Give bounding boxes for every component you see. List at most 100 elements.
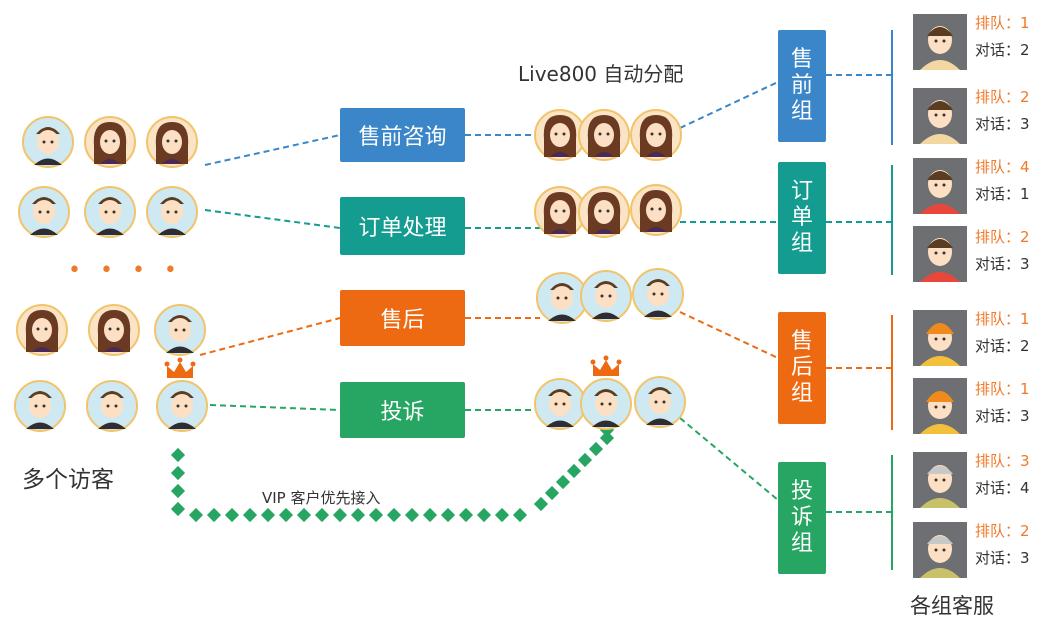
- vip-path-dot: [599, 430, 615, 446]
- visitor-avatar-icon: [630, 109, 682, 161]
- group-char: 组: [790, 231, 813, 256]
- queue-count: 排队：3: [975, 452, 1030, 470]
- connector-aftersale: [199, 317, 341, 356]
- vip-path-dot: [404, 507, 420, 523]
- vip-path-dot: [422, 507, 438, 523]
- vip-priority-path: [170, 412, 615, 523]
- visitor-avatar-icon: [154, 304, 206, 356]
- queue-count: 排队：2: [975, 228, 1030, 246]
- visitor-avatar-icon: [84, 116, 136, 168]
- visitor-avatar-icon: [88, 304, 140, 356]
- agent-avatar-icon: [913, 88, 967, 144]
- vip-path-dot: [555, 474, 571, 490]
- visitor-avatar-icon: [146, 116, 198, 168]
- group-complaint: 投 诉 组: [778, 462, 826, 574]
- visitor-avatar-icon: [22, 116, 74, 168]
- vip-path-dot: [224, 507, 240, 523]
- visitor-avatar-icon: [536, 272, 588, 324]
- visitor-avatar-icon: [630, 184, 682, 236]
- queue-count: 排队：1: [975, 310, 1030, 328]
- queue-count: 排队：2: [975, 522, 1030, 540]
- visitor-avatar-icon: [534, 109, 586, 161]
- connector-aftersale-group: [679, 311, 779, 359]
- vip-path-dot: [296, 507, 312, 523]
- agent-avatar-icon: [913, 158, 967, 214]
- agents-label: 各组客服: [910, 594, 994, 618]
- vip-path-dot: [458, 507, 474, 523]
- agent-avatar-icon: [913, 310, 967, 366]
- queue-count: 排队：4: [975, 158, 1030, 176]
- agent-avatar-icon: [913, 14, 967, 70]
- agent-avatars: [913, 14, 967, 578]
- category-complaint: 投诉: [340, 382, 465, 438]
- connector-complaint: [209, 404, 341, 411]
- vip-path-dot: [512, 507, 528, 523]
- visitor-avatar-icon: [14, 380, 66, 432]
- vip-path-dot: [533, 496, 549, 512]
- vip-path-dot: [350, 507, 366, 523]
- vip-path-dot: [242, 507, 258, 523]
- queued-avatars: [534, 109, 686, 430]
- vip-path-dot: [170, 501, 186, 517]
- group-aftersale: 售 后 组: [778, 312, 826, 424]
- agent-stat: 排队：2 对话：3: [975, 86, 1030, 134]
- group-char: 订: [790, 179, 813, 204]
- dialog-count: 对话：3: [975, 255, 1030, 273]
- group-char: 后: [790, 355, 813, 380]
- vip-path-dot: [544, 485, 560, 501]
- visitor-avatar-icon: [578, 186, 630, 238]
- group-char: 组: [790, 99, 813, 124]
- dialog-count: 对话：3: [975, 407, 1030, 425]
- queue-count: 排队：1: [975, 14, 1030, 32]
- vip-path-dot: [588, 441, 604, 457]
- vip-path-dot: [494, 507, 510, 523]
- group-order: 订 单 组: [778, 162, 826, 274]
- vip-path-dot: [386, 507, 402, 523]
- group-char: 售: [790, 47, 813, 72]
- group-char: 前: [790, 73, 813, 98]
- dialog-count: 对话：1: [975, 185, 1030, 203]
- crown-icon: [590, 355, 622, 376]
- queue-count: 排队：1: [975, 380, 1030, 398]
- dialog-count: 对话：3: [975, 115, 1030, 133]
- crown-icon: [164, 357, 196, 378]
- group-char: 诉: [790, 505, 813, 530]
- connector-presale-group: [679, 81, 779, 129]
- vip-path-dot: [260, 507, 276, 523]
- vip-path-dot: [566, 463, 582, 479]
- group-char: 单: [790, 205, 813, 230]
- vip-path-dot: [476, 507, 492, 523]
- vip-path-dot: [170, 447, 186, 463]
- vip-path-dot: [440, 507, 456, 523]
- vip-path-dot: [170, 483, 186, 499]
- connector-presale: [204, 134, 341, 166]
- visitor-avatar-icon: [634, 376, 686, 428]
- vip-path-dot: [170, 465, 186, 481]
- group-presale: 售 前 组: [778, 30, 826, 142]
- vip-path-dot: [332, 507, 348, 523]
- agent-stat: 排队：4 对话：1: [975, 156, 1030, 204]
- visitor-avatar-icon: [18, 186, 70, 238]
- visitor-avatar-icon: [580, 378, 632, 430]
- visitor-avatar-icon: [534, 378, 586, 430]
- visitor-avatar-icon: [632, 268, 684, 320]
- visitor-avatar-icon: [578, 109, 630, 161]
- queue-count: 排队：2: [975, 88, 1030, 106]
- agent-stat: 排队：2 对话：3: [975, 226, 1030, 274]
- group-char: 投: [790, 479, 813, 504]
- vip-path-dot: [188, 507, 204, 523]
- visitor-avatar-icon: [86, 380, 138, 432]
- visitor-avatar-icon: [156, 380, 208, 432]
- vip-path-dot: [577, 452, 593, 468]
- dialog-count: 对话：4: [975, 479, 1030, 497]
- connector-complaint-group: [679, 417, 779, 501]
- visitor-avatar-icon: [534, 186, 586, 238]
- visitors-label: 多个访客: [22, 467, 114, 493]
- vip-label: VIP 客户优先接入: [262, 489, 381, 507]
- more-visitors-dots: • • • •: [68, 258, 183, 283]
- agent-avatar-icon: [913, 452, 967, 508]
- agent-stat: 排队：1 对话：3: [975, 378, 1030, 426]
